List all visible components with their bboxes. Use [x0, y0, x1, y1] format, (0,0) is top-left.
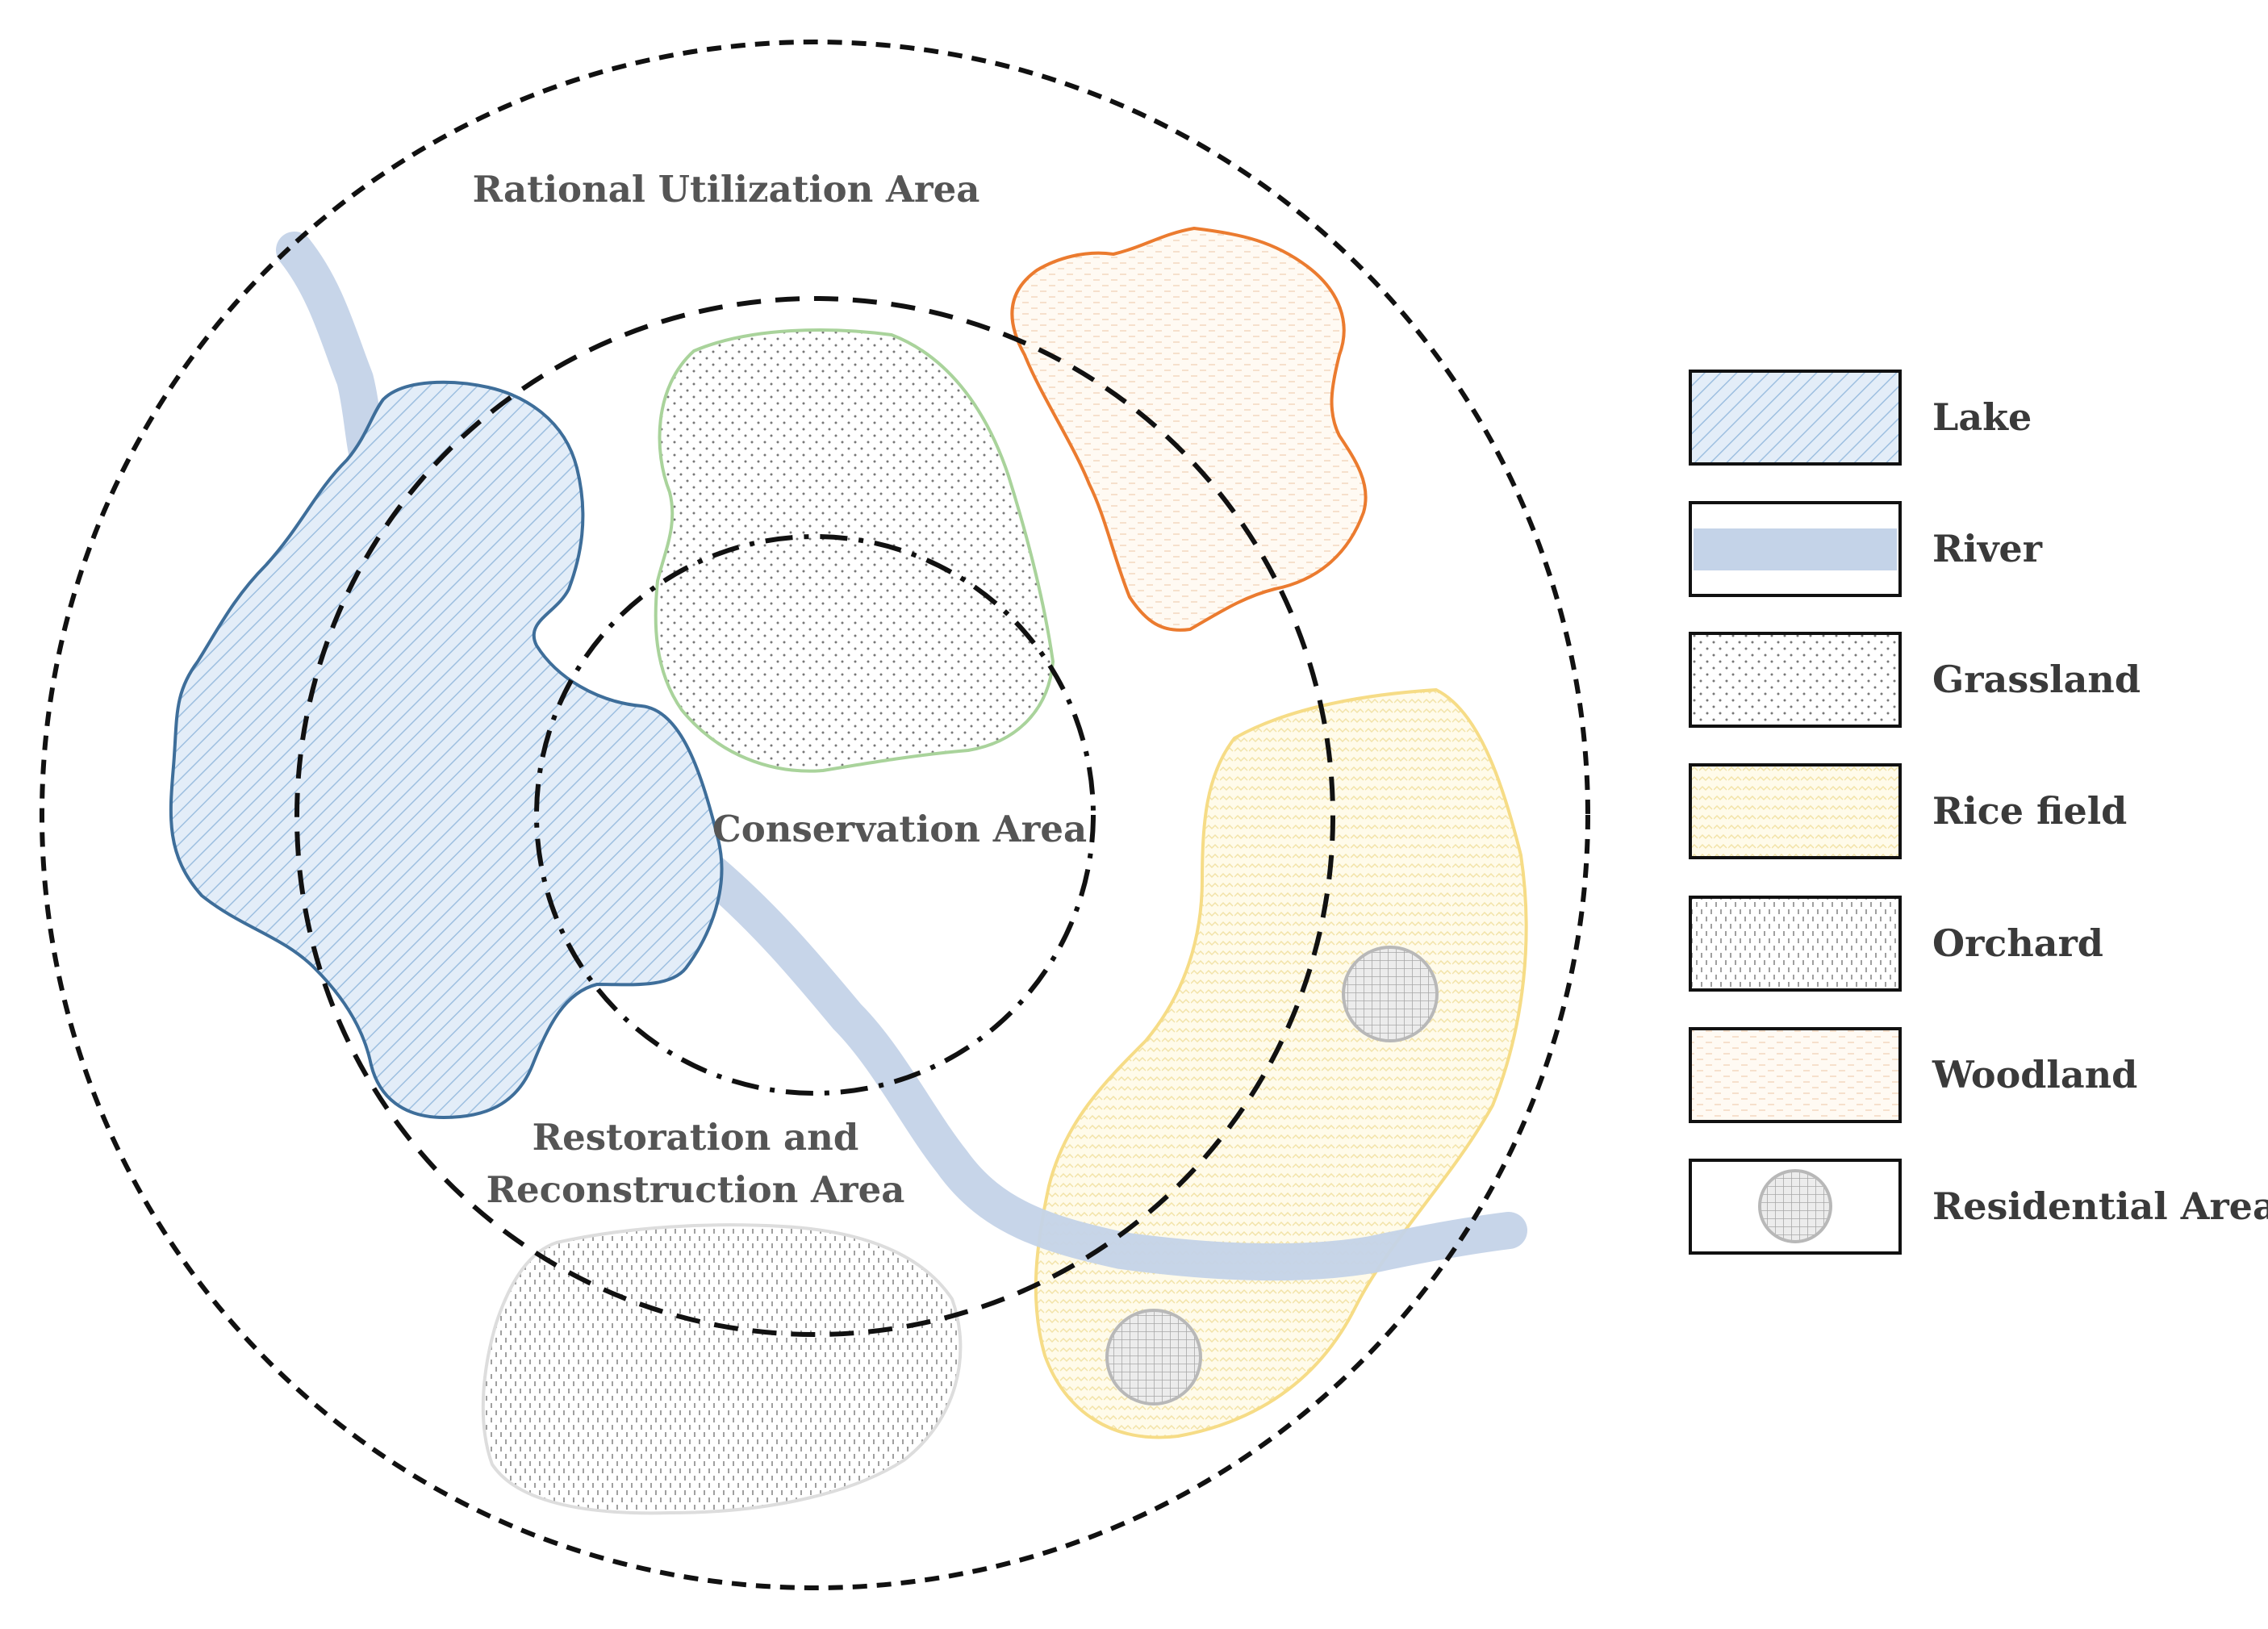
legend-swatch-orchard [1689, 896, 1902, 992]
orchard-region [481, 1223, 963, 1515]
legend-swatch-lake [1689, 370, 1902, 466]
legend-swatch-rice-field [1689, 763, 1902, 859]
legend-residential-circle [1758, 1169, 1832, 1243]
map-area [169, 226, 1528, 1515]
legend-item-lake: Lake [1689, 370, 2032, 466]
legend-label-river: River [1932, 527, 2043, 570]
middle-boundary-circle [294, 296, 1335, 1337]
outer-boundary-circle [40, 40, 1590, 1590]
legend-river-band [1694, 528, 1897, 570]
rice-field-region [1034, 687, 1528, 1439]
legend: Lake River Grassland Rice field Orchard … [1689, 370, 2268, 1255]
restoration-label-line1: Restoration and [533, 1116, 859, 1159]
legend-label-rice-field: Rice field [1932, 789, 2127, 833]
legend-item-woodland: Woodland [1689, 1027, 2137, 1123]
legend-label-orchard: Orchard [1932, 921, 2103, 965]
zone-labels: Rational Utilization Area Conservation A… [473, 168, 1088, 1211]
legend-label-grassland: Grassland [1932, 658, 2141, 701]
grassland-region [654, 328, 1055, 773]
legend-item-rice-field: Rice field [1689, 763, 2127, 859]
woodland-region [1010, 226, 1368, 632]
residential-area-2 [1105, 1309, 1202, 1406]
legend-item-river: River [1689, 501, 2043, 597]
legend-label-woodland: Woodland [1932, 1053, 2137, 1096]
legend-item-residential-area: Residential Area [1689, 1159, 2268, 1255]
legend-label-residential-area: Residential Area [1932, 1184, 2268, 1228]
legend-item-orchard: Orchard [1689, 896, 2103, 992]
legend-swatch-woodland [1689, 1027, 1902, 1123]
residential-area-1 [1342, 946, 1439, 1042]
lake-region [169, 380, 724, 1120]
zone-boundaries [40, 40, 1590, 1590]
rational-utilization-label: Rational Utilization Area [473, 168, 980, 211]
legend-swatch-grassland [1689, 632, 1902, 728]
legend-item-grassland: Grassland [1689, 632, 2141, 728]
conservation-label: Conservation Area [712, 808, 1087, 850]
legend-label-lake: Lake [1932, 395, 2032, 439]
inner-boundary-circle [534, 534, 1096, 1096]
restoration-label-line2: Reconstruction Area [487, 1168, 905, 1211]
